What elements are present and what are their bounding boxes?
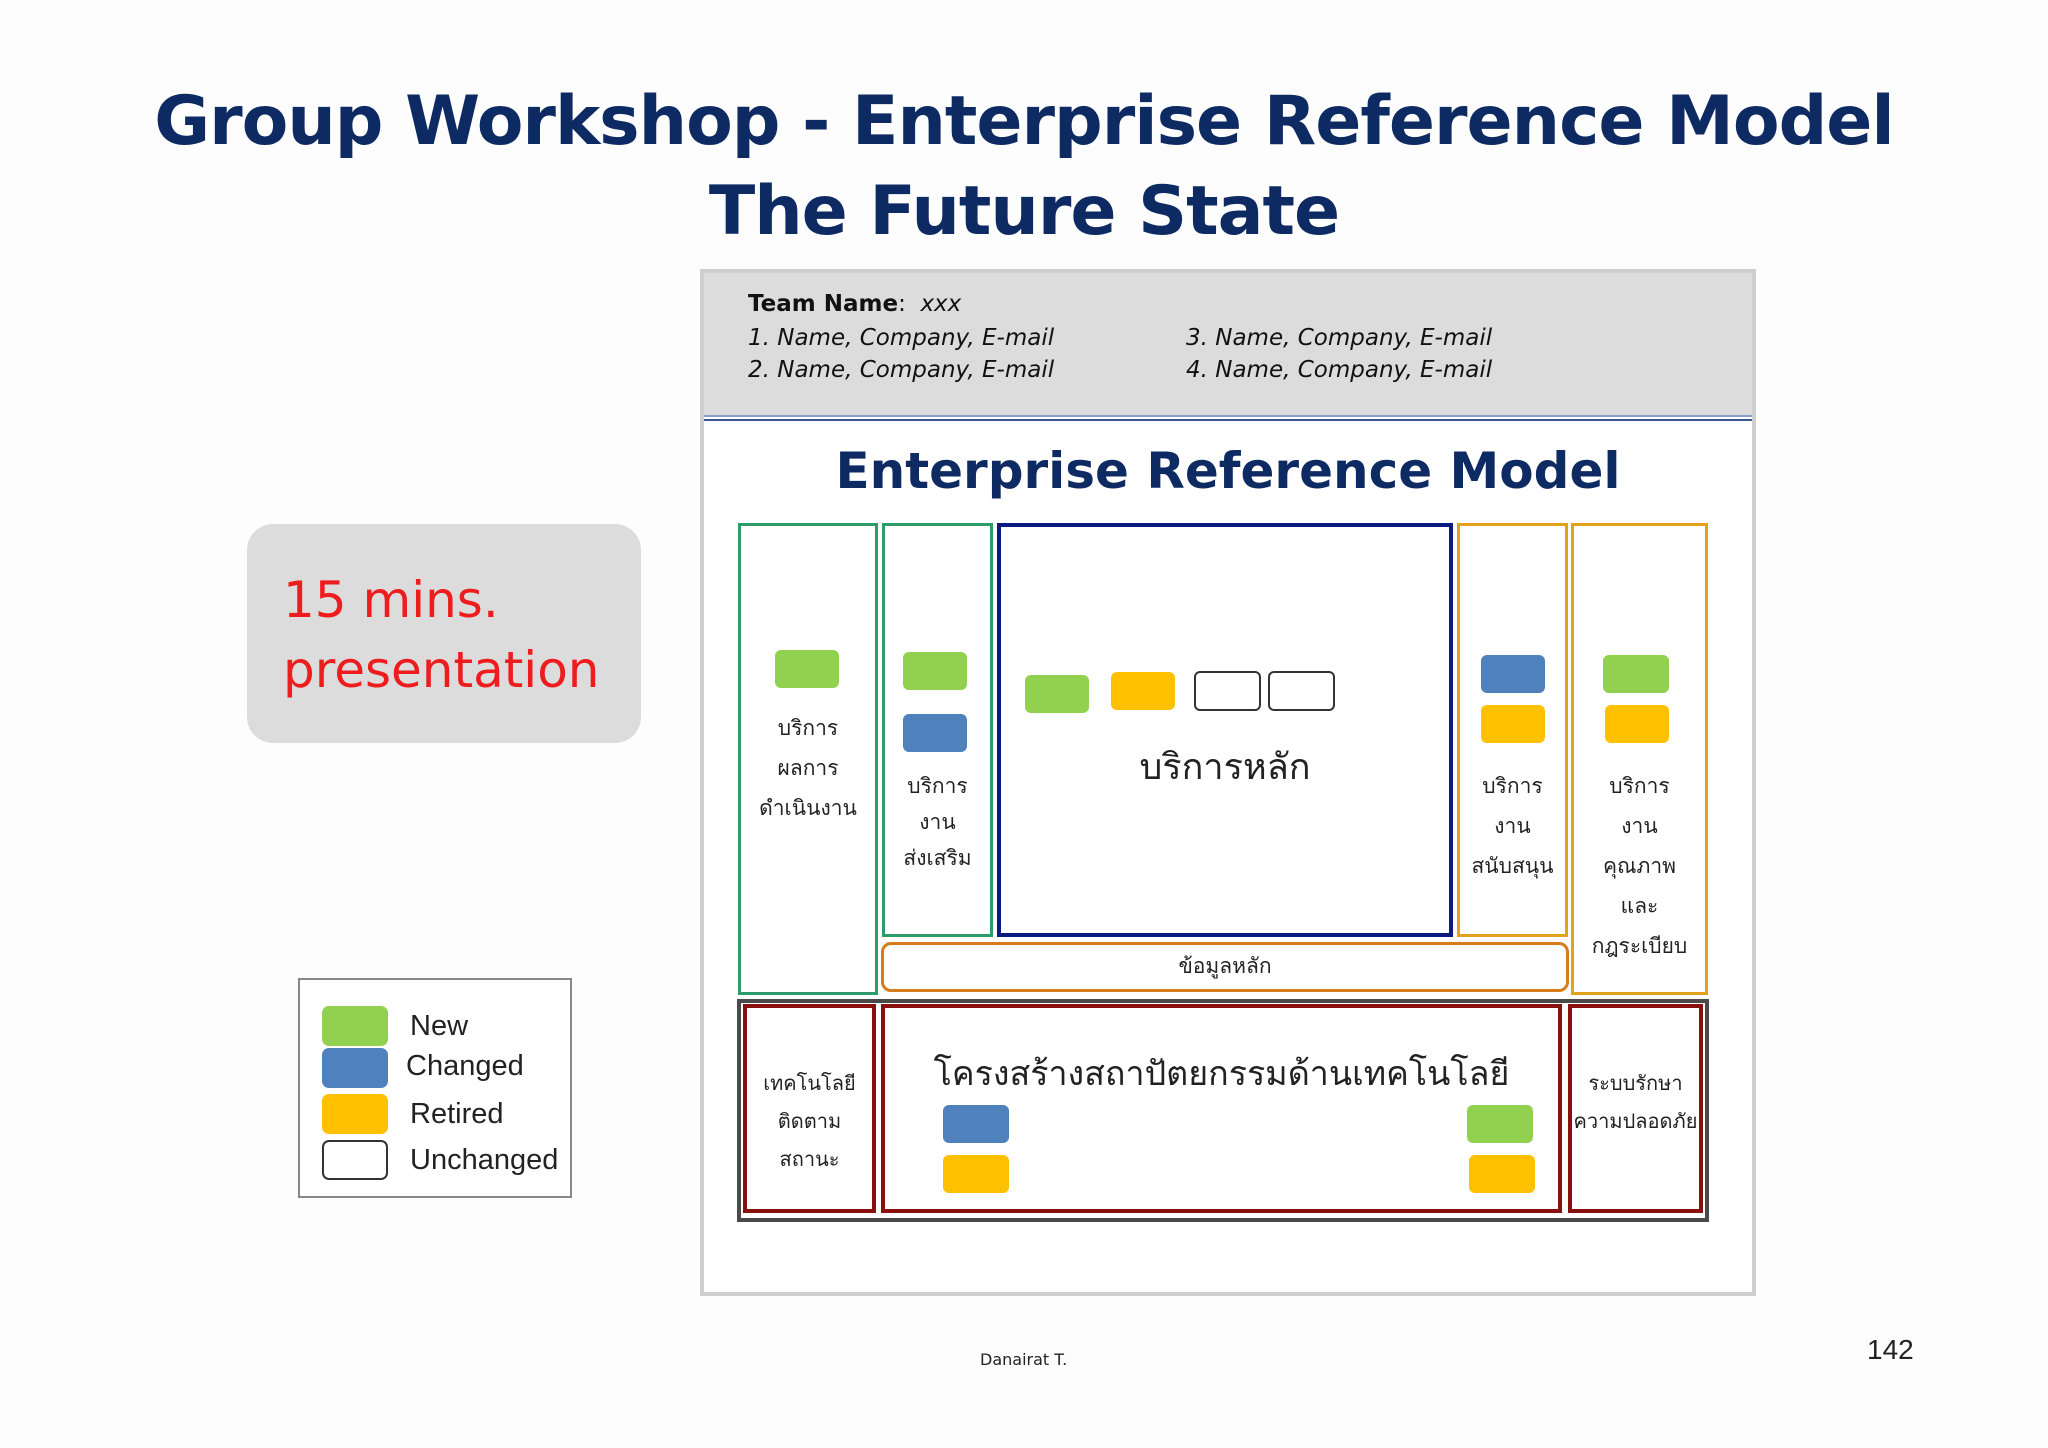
retired-chip xyxy=(1605,705,1669,743)
slide-subtitle: The Future State xyxy=(708,172,1340,251)
label-line: บริการ xyxy=(1482,774,1543,798)
promotion-service-label: บริการ งาน ส่งเสริม xyxy=(882,768,993,876)
page-number: 142 xyxy=(1867,1334,1914,1365)
master-data-label: ข้อมูลหลัก xyxy=(1178,954,1272,978)
promotion-service-box xyxy=(882,523,993,937)
label-line: เทคโนโลยี xyxy=(763,1071,856,1095)
team-header xyxy=(704,273,1752,415)
label-line: บริการ xyxy=(777,716,839,740)
new-chip xyxy=(903,652,967,690)
new-chip xyxy=(1025,675,1089,713)
support-service-label: บริการ งาน สนับสนุน xyxy=(1457,766,1568,886)
new-swatch xyxy=(322,1006,388,1046)
changed-chip xyxy=(1481,655,1545,693)
team-name-line: Team Name: xxx xyxy=(748,291,961,317)
label-line: บริการ xyxy=(907,774,968,798)
time-note-line-1: 15 mins. xyxy=(283,571,499,629)
label-line: ติดตาม xyxy=(777,1109,842,1133)
new-chip xyxy=(1603,655,1669,693)
label-line: งาน xyxy=(1494,814,1531,838)
label-line: ส่งเสริม xyxy=(903,846,972,870)
label-line: สถานะ xyxy=(779,1147,840,1171)
changed-chip xyxy=(903,714,967,752)
slide-title: Group Workshop - Enterprise Reference Mo… xyxy=(154,82,1894,161)
label-line: ผลการ xyxy=(777,756,839,780)
unchanged-swatch xyxy=(322,1140,388,1180)
quality-service-label: บริการ งาน คุณภาพ และ กฎระเบียบ xyxy=(1571,766,1708,966)
infrastructure-label: โครงสร้างสถาปัตยกรรมด้านเทคโนโลยี xyxy=(933,1054,1510,1094)
model-title: Enterprise Reference Model xyxy=(835,442,1621,500)
time-note-line-2: presentation xyxy=(283,641,600,699)
legend-label: New xyxy=(410,1010,469,1042)
label-line: งาน xyxy=(1621,814,1658,838)
header-divider xyxy=(704,415,1752,417)
security-system-label: ระบบรักษา ความปลอดภัย xyxy=(1568,1064,1703,1140)
security-system-box xyxy=(1568,1004,1703,1213)
performance-service-box xyxy=(738,523,878,995)
master-data-bar xyxy=(881,942,1569,992)
label-line: และ xyxy=(1620,894,1659,918)
label-line: งาน xyxy=(919,810,956,834)
new-chip xyxy=(1467,1105,1533,1143)
label-line: บริการ xyxy=(1609,774,1670,798)
changed-chip xyxy=(943,1105,1009,1143)
retired-chip xyxy=(943,1155,1009,1193)
team-name-colon: : xyxy=(898,291,921,317)
team-name-value: xxx xyxy=(920,291,962,317)
label-line: สนับสนุน xyxy=(1471,854,1554,878)
label-line: ระบบรักษา xyxy=(1588,1071,1683,1095)
time-note: 15 mins. presentation xyxy=(283,565,599,705)
unchanged-chip xyxy=(1194,671,1261,711)
retired-chip xyxy=(1481,705,1545,743)
label-line: คุณภาพ xyxy=(1602,854,1676,878)
legend-label: Changed xyxy=(406,1050,524,1082)
changed-swatch xyxy=(322,1048,388,1088)
team-member: 2. Name, Company, E-mail xyxy=(748,357,1055,383)
core-service-label: บริการหลัก xyxy=(1139,747,1311,788)
retired-chip xyxy=(1469,1155,1535,1193)
unchanged-chip xyxy=(1268,671,1335,711)
new-chip xyxy=(775,650,839,688)
time-note-box xyxy=(247,524,641,743)
label-line: กฎระเบียบ xyxy=(1591,934,1688,958)
monitoring-tech-label: เทคโนโลยี ติดตาม สถานะ xyxy=(743,1064,876,1178)
performance-service-label: บริการ ผลการ ดำเนินงาน xyxy=(738,708,878,828)
legend-label: Unchanged xyxy=(410,1144,559,1176)
label-line: ดำเนินงาน xyxy=(759,796,857,820)
team-name-label: Team Name xyxy=(748,291,899,317)
monitoring-tech-box xyxy=(743,1004,876,1213)
core-service-box xyxy=(997,523,1453,937)
team-member: 3. Name, Company, E-mail xyxy=(1186,325,1493,351)
retired-swatch xyxy=(322,1094,388,1134)
header-divider xyxy=(704,419,1752,421)
footer-author: Danairat T. xyxy=(980,1350,1068,1369)
quality-service-box xyxy=(1571,523,1708,995)
team-member: 4. Name, Company, E-mail xyxy=(1186,357,1493,383)
legend-label: Retired xyxy=(410,1098,504,1130)
retired-chip xyxy=(1111,672,1175,710)
team-member: 1. Name, Company, E-mail xyxy=(748,325,1055,351)
label-line: ความปลอดภัย xyxy=(1573,1109,1698,1133)
legend: New Changed Retired Unchanged xyxy=(298,978,572,1198)
